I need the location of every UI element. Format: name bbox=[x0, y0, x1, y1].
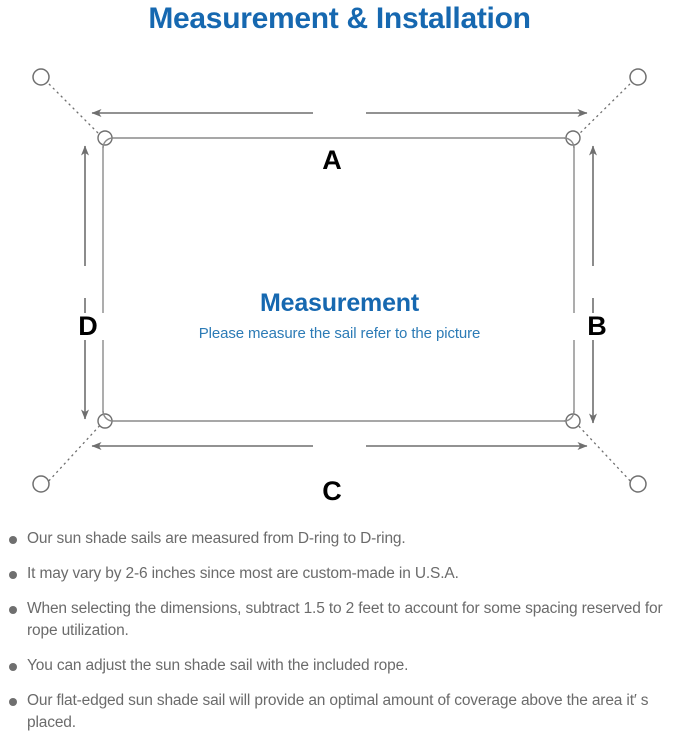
list-item: You can adjust the sun shade sail with t… bbox=[0, 655, 679, 677]
list-item: When selecting the dimensions, subtract … bbox=[0, 598, 679, 642]
notes-list: Our sun shade sails are measured from D-… bbox=[0, 528, 679, 747]
anchor-point-top-left bbox=[32, 68, 50, 86]
note-text: When selecting the dimensions, subtract … bbox=[27, 600, 663, 639]
bullet-icon bbox=[9, 571, 17, 579]
diagram-svg bbox=[32, 68, 647, 493]
bullet-icon bbox=[9, 536, 17, 544]
bullet-icon bbox=[9, 698, 17, 706]
rope-line-bottom-left bbox=[44, 420, 105, 486]
dimension-label-a: A bbox=[306, 147, 358, 174]
list-item: It may vary by 2-6 inches since most are… bbox=[0, 563, 679, 585]
sail-body bbox=[102, 137, 575, 422]
rope-line-bottom-right bbox=[573, 420, 635, 486]
note-text: It may vary by 2-6 inches since most are… bbox=[27, 565, 459, 582]
dimension-label-c: C bbox=[306, 478, 358, 505]
dimension-label-d: D bbox=[62, 313, 114, 340]
anchor-point-bottom-right bbox=[629, 475, 647, 493]
dimension-label-b: B bbox=[571, 313, 623, 340]
note-text: Our flat-edged sun shade sail will provi… bbox=[27, 692, 649, 731]
list-item: Our sun shade sails are measured from D-… bbox=[0, 528, 679, 550]
bullet-icon bbox=[9, 606, 17, 614]
note-text: Our sun shade sails are measured from D-… bbox=[27, 530, 406, 547]
shade-sail-measurement-diagram: A B C D Measurement Please measure the s… bbox=[0, 48, 679, 518]
list-item: Our flat-edged sun shade sail will provi… bbox=[0, 690, 679, 734]
bullet-icon bbox=[9, 663, 17, 671]
page-title: Measurement & Installation bbox=[148, 2, 531, 35]
rope-line-top-left bbox=[44, 79, 105, 140]
anchor-point-top-right bbox=[629, 68, 647, 86]
anchor-point-bottom-left bbox=[32, 475, 50, 493]
note-text: You can adjust the sun shade sail with t… bbox=[27, 657, 409, 674]
rope-line-top-right bbox=[573, 79, 635, 140]
